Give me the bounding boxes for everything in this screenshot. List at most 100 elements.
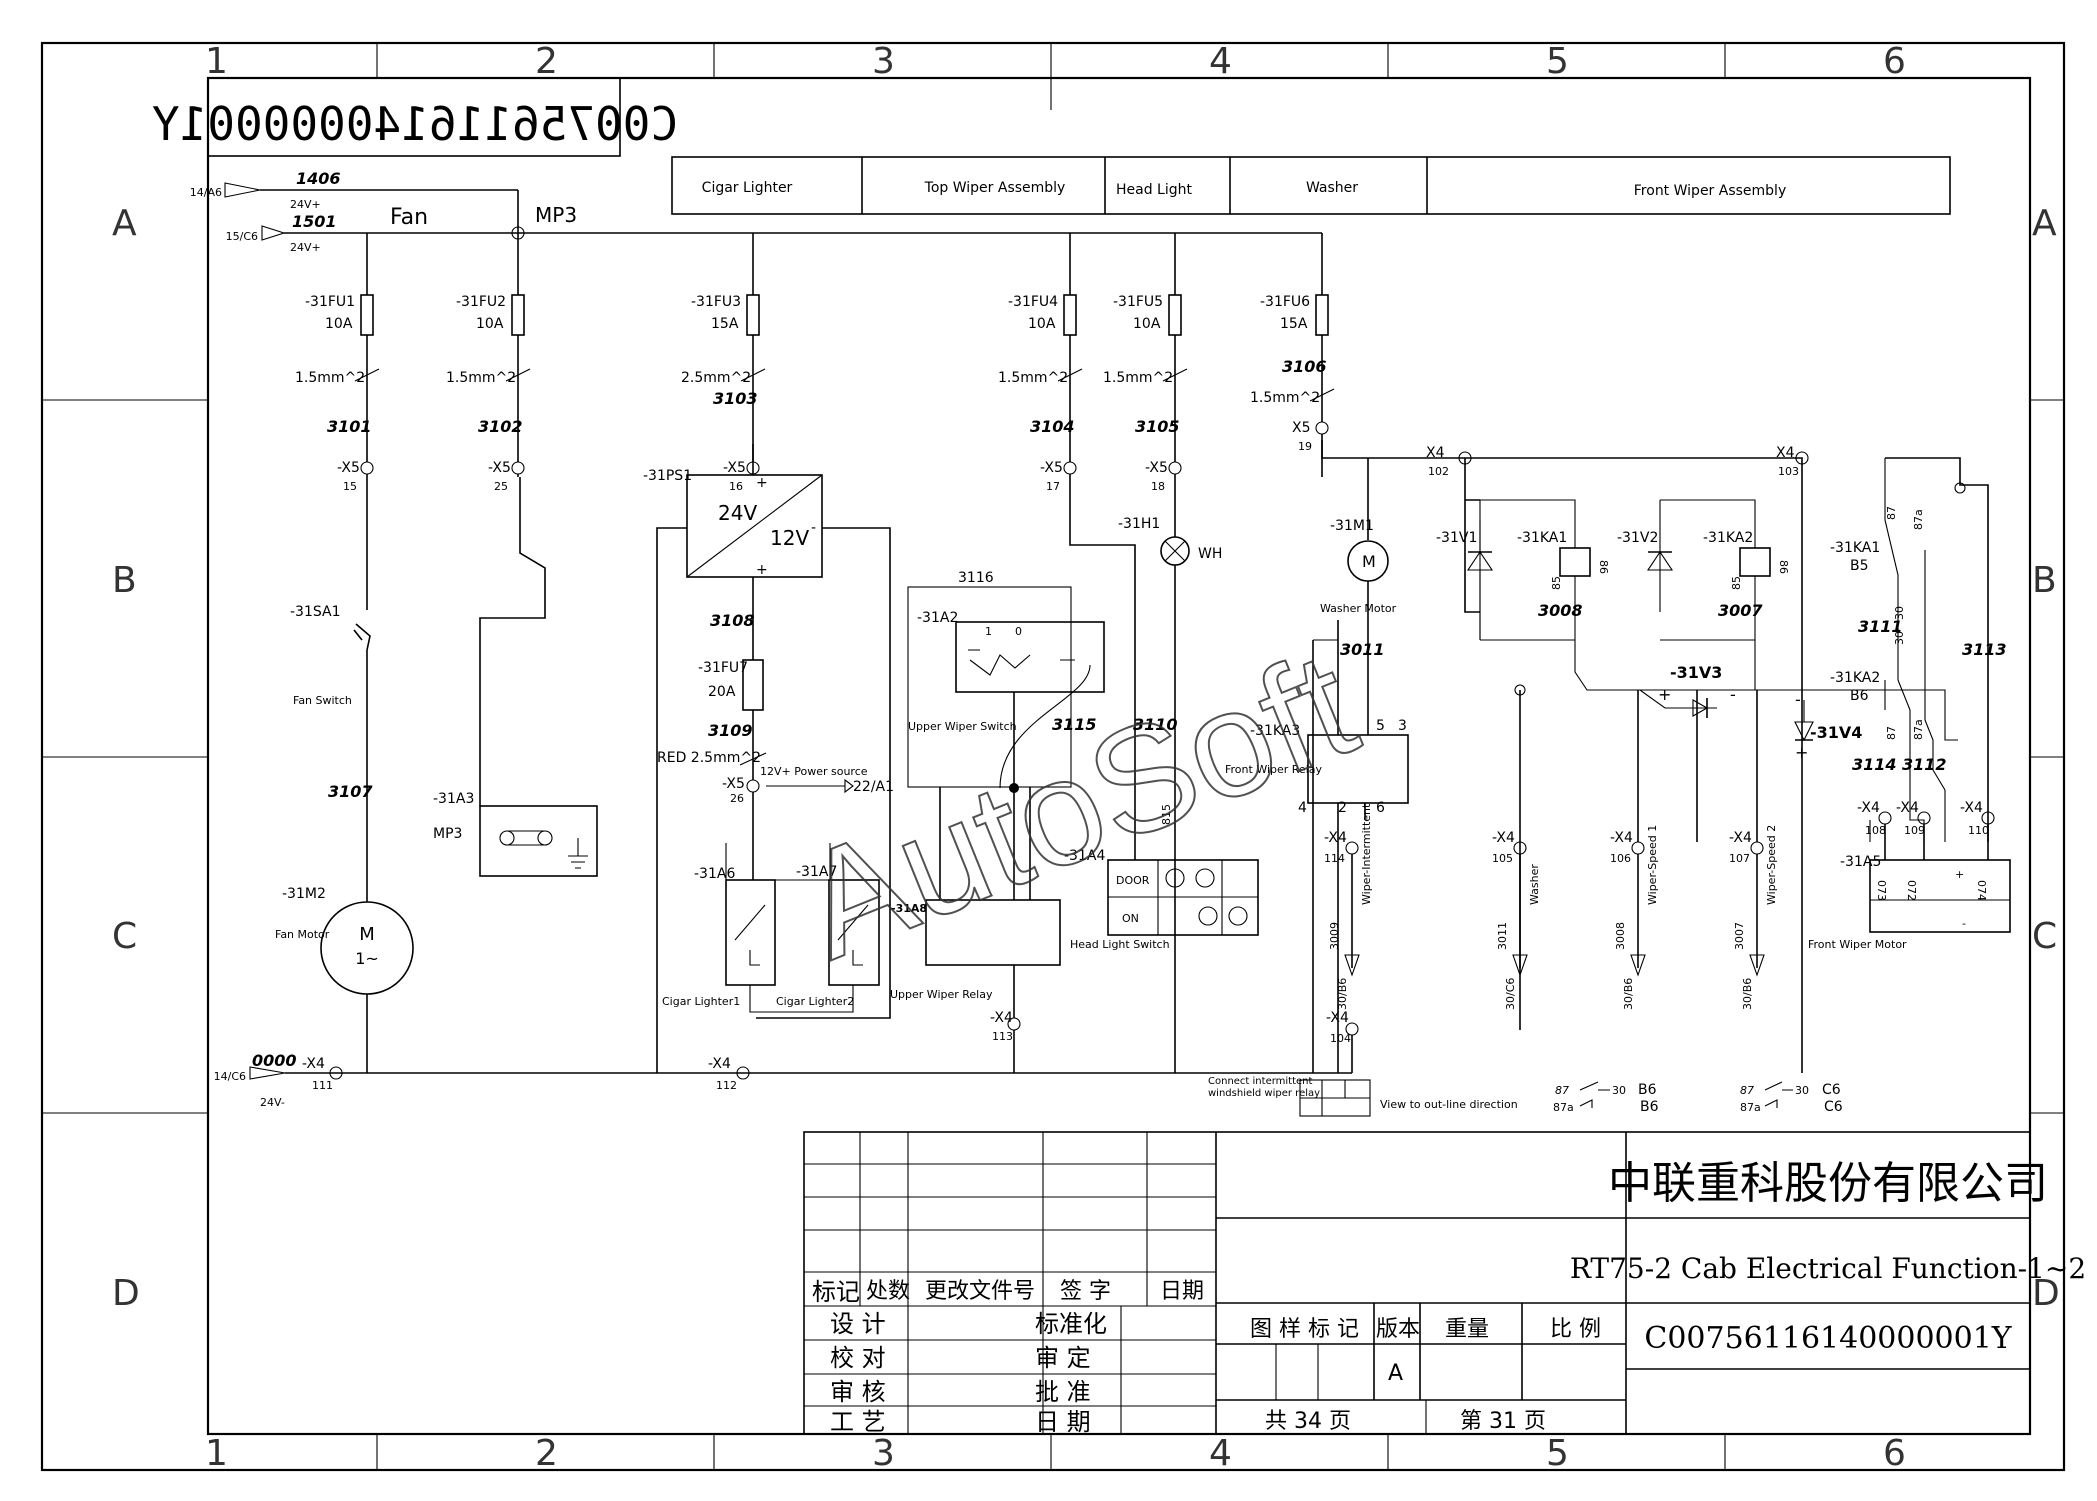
ref-22a1: 22/A1 <box>853 779 894 795</box>
wire-3116: 3116 <box>958 570 994 586</box>
x4-103-conn: X4 <box>1776 445 1795 461</box>
fuse-wire-size: 2.5mm^2 <box>681 370 751 386</box>
view-note: View to out-line direction <box>1380 1098 1518 1111</box>
fu7-id: -31FU7 <box>698 660 748 676</box>
fan-motor-id: -31M2 <box>282 886 326 902</box>
fuse-connector-pin: 19 <box>1298 440 1312 453</box>
mp3-device-label: MP3 <box>433 826 462 842</box>
rev-header-sign: 签 字 <box>1060 1279 1111 1304</box>
fuse-connector-pin: 15 <box>343 480 357 493</box>
v4-plus: + <box>1795 743 1808 762</box>
relay-ka2-coil <box>1739 547 1771 577</box>
a6-id: -31A6 <box>694 866 735 882</box>
fuse-wire-number: 3106 <box>1282 357 1327 376</box>
output-pin: 114 <box>1324 852 1345 865</box>
label-approve-1: 审 定 <box>1035 1344 1091 1372</box>
fu7-rating: 20A <box>708 684 736 700</box>
fuse-rating: 10A <box>476 316 504 332</box>
fan-label: Fan <box>390 205 428 230</box>
motor-terminal: 074 <box>1975 880 1988 901</box>
motor-terminal: 072 <box>1905 880 1918 901</box>
junction-dot <box>1009 783 1019 793</box>
output-pin: 105 <box>1492 852 1513 865</box>
info-weight: 重量 <box>1445 1317 1489 1342</box>
converter-out: 12V <box>770 526 809 550</box>
title-head-light: Head Light <box>1116 182 1193 198</box>
v4-minus: - <box>1795 690 1801 709</box>
label-approve-2: 批 准 <box>1035 1378 1091 1406</box>
wire-3107: 3107 <box>328 782 373 801</box>
fan-circuit: M 1~ -31SA1 Fan Switch 3107 -31M2 Fan Mo… <box>275 477 414 1073</box>
motor-pin-number: 108 <box>1865 824 1886 837</box>
drawing-code: C00756116140000001Y <box>1644 1321 2012 1356</box>
mp3-unit <box>479 805 598 877</box>
zone-column-labels: 1 2 3 4 5 6 1 2 3 4 5 6 <box>205 41 1906 1474</box>
cigar-lighter-1 <box>725 879 776 986</box>
fuse-rating: 10A <box>325 316 353 332</box>
output-wire: 3011 <box>1496 922 1509 950</box>
a8-id: -31A8 <box>891 902 927 915</box>
upper-switch-a2 <box>955 621 1105 693</box>
fuse-connector: -X5 <box>1040 460 1063 476</box>
rev-header-date: 日期 <box>1160 1279 1204 1304</box>
x4-112-pin: 112 <box>716 1079 737 1092</box>
output-conn: -X4 <box>1610 830 1633 846</box>
wire-3110: 3110 <box>1133 715 1178 734</box>
m1-id: -31M1 <box>1330 518 1374 534</box>
v3-minus: - <box>1730 685 1736 704</box>
fan-motor-symbol <box>320 901 414 995</box>
x4-104-pin: 104 <box>1330 1032 1351 1045</box>
connector-note: Connect intermittent windshield wiper re… <box>1208 1076 1518 1117</box>
washer-motor-m: M <box>1362 552 1376 571</box>
x5-26-pin: 26 <box>730 792 744 805</box>
wire-815: 815 <box>1160 804 1173 825</box>
relay-pin-4: 4 <box>1298 800 1307 816</box>
power-source-label: 12V+ Power source <box>760 765 868 778</box>
headlight-switch-label: Head Light Switch <box>1070 938 1170 951</box>
output-pin: 107 <box>1729 852 1750 865</box>
switch-pos-1: 1 <box>985 625 992 638</box>
fuse-symbol <box>511 294 525 336</box>
converter-plus-out: + <box>756 562 768 578</box>
legend-b6-top: B6 <box>1638 1082 1657 1098</box>
zone-col-3: 3 <box>872 41 895 82</box>
x5-26-conn: -X5 <box>722 776 745 792</box>
ka1-86: 86 <box>1597 560 1610 574</box>
output-function: Wiper-Speed 1 <box>1646 825 1659 905</box>
fuse-symbol <box>1168 294 1182 336</box>
legend-c6-87: 87 <box>1740 1084 1754 1097</box>
zone-col-6: 6 <box>1883 41 1906 82</box>
wire-3113: 3113 <box>1962 640 2007 659</box>
mirrored-code-box <box>207 77 621 157</box>
x4-102-conn: X4 <box>1426 445 1445 461</box>
fuse-wire-size: 1.5mm^2 <box>1250 390 1320 406</box>
fan-motor-m: M <box>359 924 375 945</box>
company-name: 中联重科股份有限公司 <box>1608 1158 2048 1209</box>
label-standard: 标准化 <box>1035 1310 1107 1338</box>
legend-b6-bottom: B6 <box>1640 1099 1659 1115</box>
fuse-connector-pin: 16 <box>729 480 743 493</box>
supply-section: 14/A6 1406 24V+ 15/C6 1501 24V+ Fan MP3 <box>190 169 1322 254</box>
fuse-name: -31FU1 <box>305 294 355 310</box>
version-value: A <box>1388 1361 1403 1386</box>
front-wiper-motor-section: -31KA1 B5 -31KA2 B6 3111 3113 3114 3112 … <box>1794 457 2011 951</box>
v2-id: -31V2 <box>1617 530 1658 546</box>
wire-3115: 3115 <box>1052 715 1097 734</box>
zone-row-labels: A B C D A B C D <box>112 203 2060 1314</box>
motor-terminal: 073 <box>1875 880 1888 901</box>
zone-row-c: C <box>112 916 137 957</box>
upper-wiper-relay-box <box>925 899 1061 966</box>
label-design: 设 计 <box>830 1310 886 1338</box>
zone-col-1: 1 <box>205 41 228 82</box>
zone-row-a: A <box>112 203 137 244</box>
title-front-wiper: Front Wiper Assembly <box>1634 183 1786 199</box>
wh-label: WH <box>1198 546 1222 562</box>
legend-c6-top: C6 <box>1822 1082 1841 1098</box>
cigar-circuit: 24V 12V + + - -31PS1 3108 -31FU7 20A 310… <box>643 444 927 1073</box>
